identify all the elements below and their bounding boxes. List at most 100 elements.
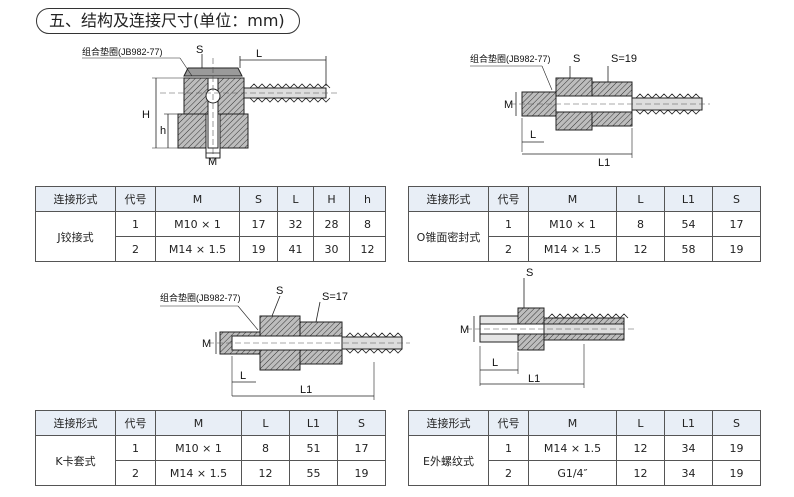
table-row: 2 M14 × 1.5 12 55 19 xyxy=(36,460,386,486)
o-s19-label: S=19 xyxy=(611,53,637,65)
table-cell: M10 × 1 xyxy=(155,435,242,461)
section-title: 五、结构及连接尺寸(单位：mm) xyxy=(36,8,300,34)
col-header: L1 xyxy=(289,410,338,436)
k-m-label: M xyxy=(202,338,211,350)
table-cell: 55 xyxy=(289,460,338,486)
table-cell: 8 xyxy=(616,211,665,237)
table-cell: 17 xyxy=(239,211,278,237)
k-s17-label: S=17 xyxy=(322,291,348,303)
table-cell: 19 xyxy=(239,236,278,262)
col-header: L xyxy=(616,410,665,436)
connection-kind: O锥面密封式 xyxy=(408,211,489,262)
table-cell: 12 xyxy=(616,435,665,461)
k-washer-label: 组合垫圈(JB982-77) xyxy=(160,292,241,303)
connection-kind: E外螺纹式 xyxy=(408,435,489,486)
table-row: 2 M14 × 1.5 12 58 19 xyxy=(409,236,761,262)
table-cell: 19 xyxy=(712,236,761,262)
col-header: L1 xyxy=(664,186,713,212)
table-cell: 28 xyxy=(313,211,350,237)
table-cell: 8 xyxy=(349,211,386,237)
table-cell: 34 xyxy=(664,435,713,461)
connection-kind: K卡套式 xyxy=(35,435,116,486)
table-row: E外螺纹式 1 M14 × 1.5 12 34 19 xyxy=(408,435,761,486)
col-header: 连接形式 xyxy=(408,186,489,212)
table-cell: 1 xyxy=(115,435,156,461)
col-header: h xyxy=(349,186,386,212)
table-row: J铰接式 1 M10 × 1 17 32 28 8 xyxy=(35,211,386,262)
table-cell: 2 xyxy=(115,236,156,262)
table-cell: 12 xyxy=(616,460,665,486)
o-s-label: S xyxy=(573,53,580,65)
figure-e-external-thread: S M L L1 xyxy=(456,262,656,392)
col-header: S xyxy=(337,410,386,436)
table-cell: 30 xyxy=(313,236,350,262)
col-header: L xyxy=(241,410,290,436)
table-cell: 12 xyxy=(241,460,290,486)
table-cell: M14 × 1.5 xyxy=(528,236,617,262)
table-cell: 1 xyxy=(488,211,529,237)
j-washer-label: 组合垫圈(JB982-77) xyxy=(82,46,163,57)
col-header: 代号 xyxy=(488,186,529,212)
table-cell: 1 xyxy=(115,211,156,237)
col-header: H xyxy=(313,186,350,212)
o-l1-label: L1 xyxy=(598,157,610,169)
table-k-ferrule: 连接形式 代号 M L L1 S K卡套式 1 M10 × 1 8 51 17 … xyxy=(35,410,386,486)
col-header: 代号 xyxy=(115,186,156,212)
table-cell: 12 xyxy=(616,236,665,262)
connection-kind: J铰接式 xyxy=(35,211,116,262)
j-s-label: S xyxy=(196,44,203,56)
table-cell: 34 xyxy=(664,460,713,486)
col-header: 连接形式 xyxy=(35,410,116,436)
table-cell: 19 xyxy=(712,460,761,486)
table-cell: 58 xyxy=(664,236,713,262)
col-header: 代号 xyxy=(488,410,529,436)
col-header: M xyxy=(155,410,242,436)
k-l-label: L xyxy=(240,370,246,382)
col-header: M xyxy=(528,410,617,436)
col-header: M xyxy=(528,186,617,212)
k-l1-label: L1 xyxy=(300,384,312,396)
e-s-label: S xyxy=(526,267,533,279)
col-header: L xyxy=(616,186,665,212)
table-row: K卡套式 1 M10 × 1 8 51 17 xyxy=(35,435,386,486)
figure-k-ferrule: 组合垫圈(JB982-77) S S=17 M L L1 xyxy=(160,282,420,406)
k-s-label: S xyxy=(276,285,283,297)
table-o-cone-seal: 连接形式 代号 M L L1 S O锥面密封式 1 M10 × 1 8 54 1… xyxy=(408,186,761,262)
table-cell: 8 xyxy=(241,435,290,461)
table-cell: M14 × 1.5 xyxy=(528,435,617,461)
table-cell: M14 × 1.5 xyxy=(155,460,242,486)
table-row: O锥面密封式 1 M10 × 1 8 54 17 xyxy=(408,211,761,262)
table-j-hinge: 连接形式 代号 M S L H h J铰接式 1 M10 × 1 17 32 2… xyxy=(35,186,386,262)
j-l-label: L xyxy=(256,48,262,60)
col-header: S xyxy=(712,186,761,212)
col-header: S xyxy=(239,186,278,212)
table-cell: 32 xyxy=(277,211,314,237)
table-row: 2 G1/4″ 12 34 19 xyxy=(409,460,761,486)
figure-j-hinge: 组合垫圈(JB982-77) S L H h M xyxy=(60,38,360,173)
col-header: M xyxy=(155,186,240,212)
j-h-label: H xyxy=(142,109,150,121)
col-header: 连接形式 xyxy=(408,410,489,436)
table-cell: 41 xyxy=(277,236,314,262)
col-header: L xyxy=(277,186,314,212)
j-h-small-label: h xyxy=(160,125,166,137)
o-m-label: M xyxy=(504,99,513,111)
o-washer-label: 组合垫圈(JB982-77) xyxy=(470,53,551,64)
col-header: S xyxy=(712,410,761,436)
table-cell: 19 xyxy=(712,435,761,461)
col-header: 代号 xyxy=(115,410,156,436)
table-cell: 19 xyxy=(337,460,386,486)
o-l-label: L xyxy=(530,129,536,141)
table-cell: M10 × 1 xyxy=(528,211,617,237)
table-e-external-thread: 连接形式 代号 M L L1 S E外螺纹式 1 M14 × 1.5 12 34… xyxy=(408,410,761,486)
table-cell: 12 xyxy=(349,236,386,262)
table-cell: 2 xyxy=(488,460,529,486)
e-l-label: L xyxy=(492,357,498,369)
table-row: 2 M14 × 1.5 19 41 30 12 xyxy=(36,236,386,262)
table-cell: 2 xyxy=(115,460,156,486)
table-cell: 54 xyxy=(664,211,713,237)
table-cell: 1 xyxy=(488,435,529,461)
table-cell: G1/4″ xyxy=(528,460,617,486)
e-l1-label: L1 xyxy=(528,373,540,385)
j-m-label: M xyxy=(208,156,217,168)
